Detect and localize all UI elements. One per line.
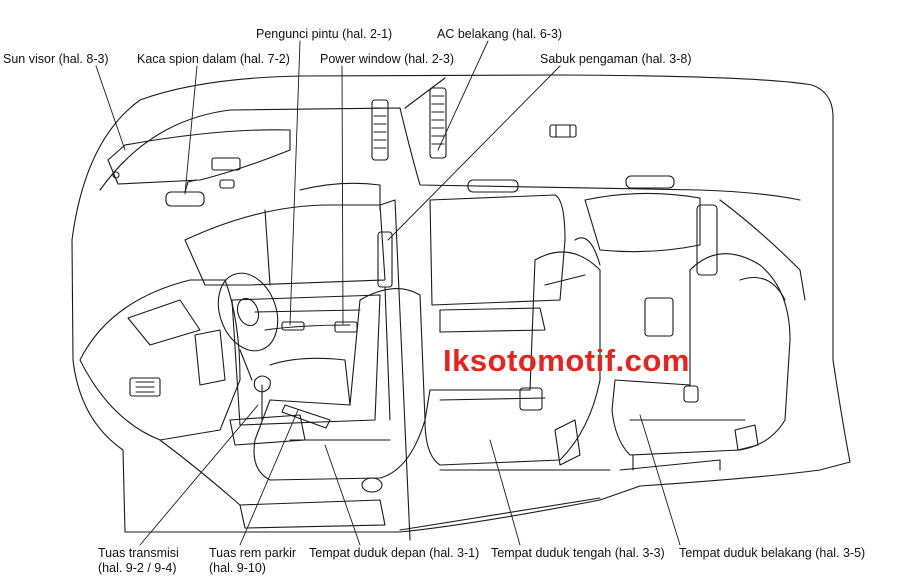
steering-wheel [217,272,279,352]
label-transmission-lever-line1: Tuas transmisi [98,546,179,560]
leader-middle-seat [489,439,521,546]
label-seat-belt: Sabuk pengaman (hal. 3-8) [540,52,692,66]
leader-rear-ac [437,40,489,151]
front-door-panel [231,294,381,426]
car-body-outline [71,74,851,533]
leader-rear-seat [639,414,681,546]
label-transmission-lever-line2: (hal. 9-2 / 9-4) [98,561,177,575]
rear-ac-vent [371,99,389,161]
label-power-window: Power window (hal. 2-3) [320,52,455,66]
transmission-lever [253,375,271,421]
middle-seat [424,251,601,466]
leader-parking-brake [239,409,299,546]
leader-transmission [139,404,259,546]
door-lock-switch [281,321,305,331]
label-door-lock: Pengunci pintu (hal. 2-1) [256,27,393,41]
leader-inner-mirror [184,65,198,195]
dashboard [79,279,241,441]
parking-brake-lever [281,404,331,429]
power-window-switch [334,321,358,333]
leader-power-window [341,65,344,325]
rear-seat [611,253,791,456]
leader-door-lock [289,40,301,326]
leader-sun-visor [95,65,126,151]
label-inner-mirror: Kaca spion dalam (hal. 7-2) [137,52,290,66]
leader-front-seat [324,444,361,546]
label-rear-ac: AC belakang (hal. 6-3) [437,27,563,41]
label-front-seat: Tempat duduk depan (hal. 3-1) [309,546,480,560]
leader-seat-belt [387,65,561,241]
sun-visor [107,129,291,185]
label-parking-brake-line1: Tuas rem parkir [209,546,297,560]
watermark: Iksotomotif.com [443,343,690,378]
front-seat [253,288,426,481]
label-sun-visor: Sun visor (hal. 8-3) [3,52,109,66]
label-middle-seat: Tempat duduk tengah (hal. 3-3) [491,546,665,560]
label-parking-brake-line2: (hal. 9-10) [209,561,266,575]
label-rear-seat: Tempat duduk belakang (hal. 3-5) [679,546,866,560]
